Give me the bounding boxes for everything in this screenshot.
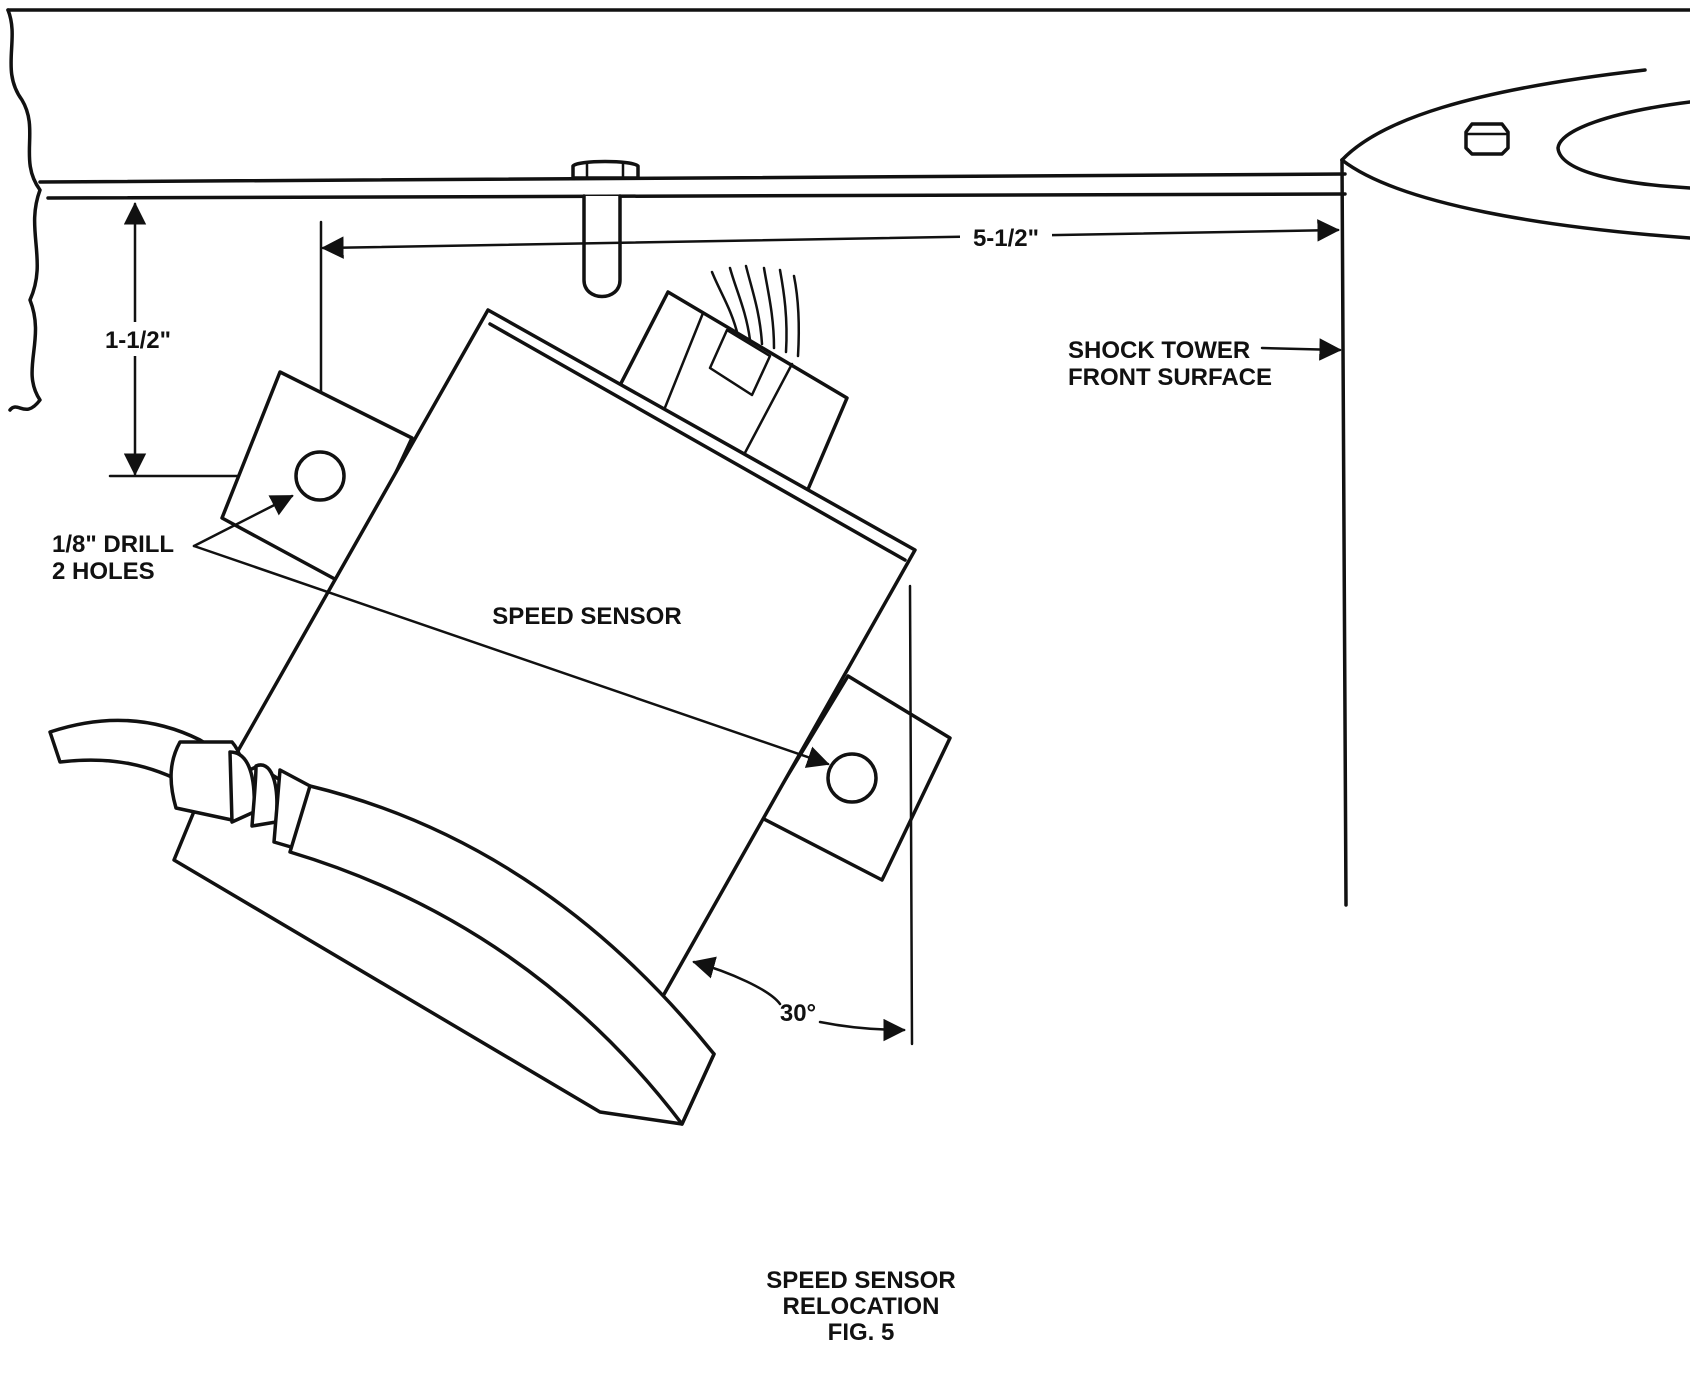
left-mounting-hole-icon [294, 450, 346, 502]
shock-tower-label-line2: FRONT SURFACE [1068, 364, 1272, 391]
drill-label-line2: 2 HOLES [52, 558, 155, 585]
caption-line3: FIG. 5 [828, 1319, 895, 1346]
dimension-height-label: 1-1/2" [105, 327, 171, 354]
angle-indicator [692, 584, 914, 1046]
speedometer-cable [48, 718, 716, 1126]
shock-tower [1340, 68, 1690, 907]
wire-harness [710, 264, 801, 358]
drill-label-line1: 1/8" DRILL [52, 531, 174, 558]
caption-line2: RELOCATION [783, 1293, 940, 1320]
angle-label: 30° [780, 1000, 816, 1027]
right-mounting-hole-icon [826, 752, 878, 804]
speed-sensor-label: SPEED SENSOR [492, 603, 681, 630]
shock-tower-leader [1260, 338, 1342, 361]
frame-rail [6, 8, 1690, 412]
drill-leaders [192, 494, 830, 768]
dimension-width-label: 5-1/2" [973, 225, 1039, 252]
dimension-height [96, 202, 270, 478]
caption-line1: SPEED SENSOR [766, 1267, 955, 1294]
shock-tower-nut-icon [1464, 122, 1510, 156]
shock-tower-label-line1: SHOCK TOWER [1068, 337, 1250, 364]
rail-bolt [571, 159, 640, 299]
